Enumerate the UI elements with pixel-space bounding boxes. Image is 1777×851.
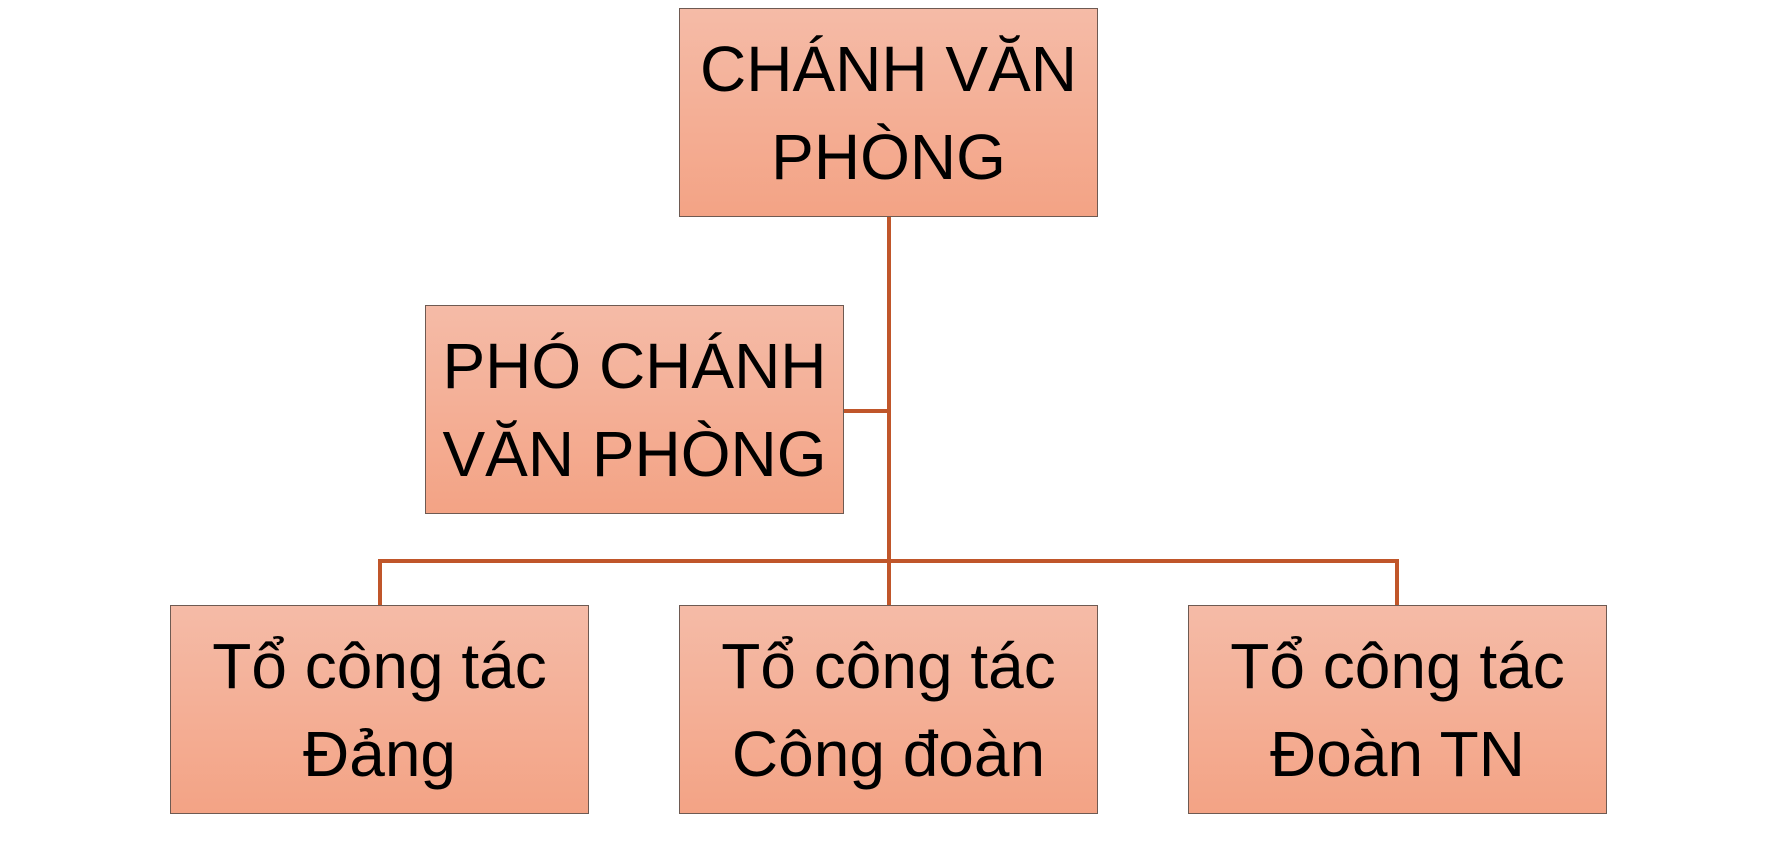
- child-box-union: Tổ công tác Công đoàn: [679, 605, 1098, 814]
- child-label: Tổ công tác Đoàn TN: [1230, 629, 1565, 790]
- child-box-party: Tổ công tác Đảng: [170, 605, 589, 814]
- child-label: Tổ công tác Đảng: [212, 629, 547, 790]
- root-box: CHÁNH VĂN PHÒNG: [679, 8, 1098, 217]
- root-label: CHÁNH VĂN PHÒNG: [700, 32, 1077, 193]
- connector-deputy: [844, 409, 889, 413]
- deputy-box: PHÓ CHÁNH VĂN PHÒNG: [425, 305, 844, 514]
- connector-root-vertical: [887, 216, 891, 606]
- child-box-youth: Tổ công tác Đoàn TN: [1188, 605, 1607, 814]
- connector-child-3: [1395, 559, 1399, 606]
- child-label: Tổ công tác Công đoàn: [721, 629, 1056, 790]
- deputy-label: PHÓ CHÁNH VĂN PHÒNG: [442, 329, 827, 490]
- connector-child-1: [378, 559, 382, 606]
- connector-horizontal: [378, 559, 1399, 563]
